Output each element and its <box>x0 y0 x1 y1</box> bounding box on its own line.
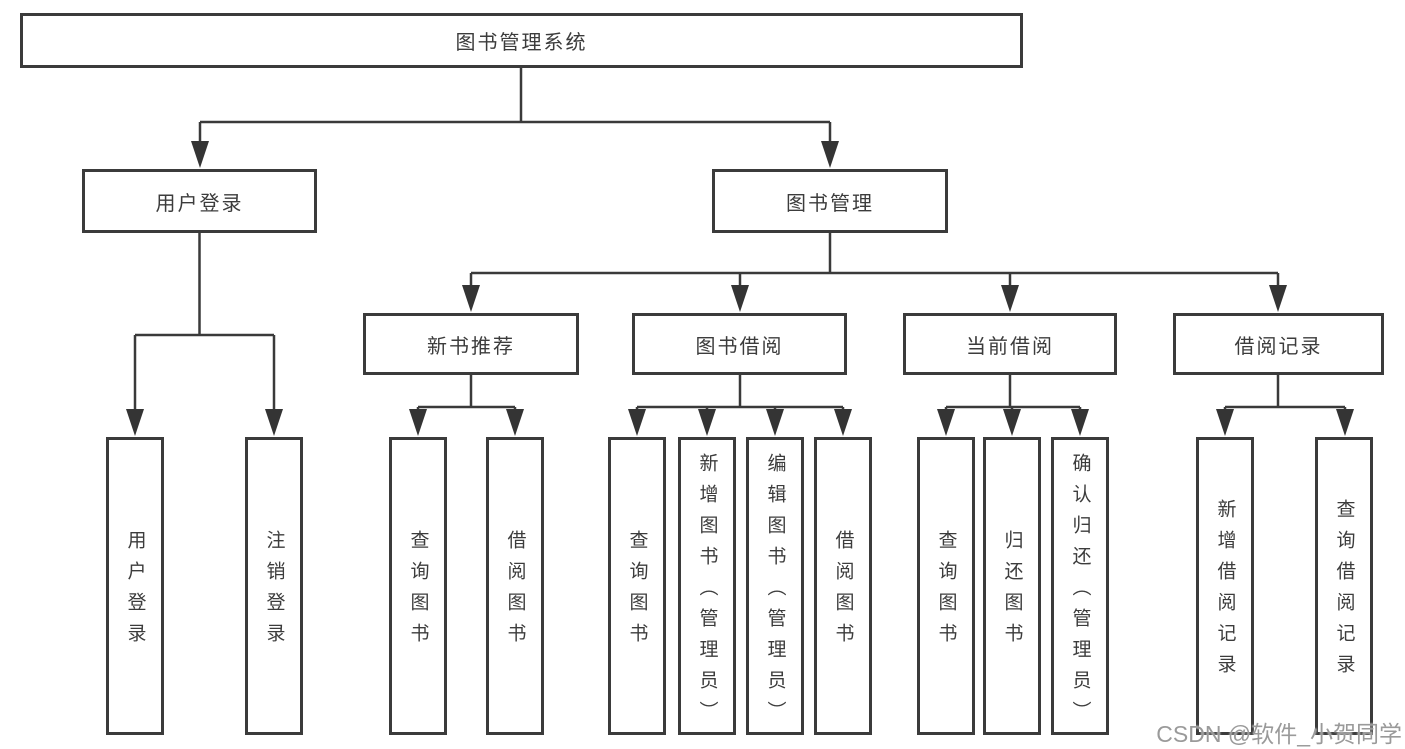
node-label: 图书借阅 <box>695 335 784 358</box>
csdn-watermark: CSDN @软件_小贺同学 <box>1156 721 1402 747</box>
node-label: 用户登录 <box>155 192 244 215</box>
leaf-user-login: 用户登录 <box>106 437 164 735</box>
leaf-label: 借阅图书 <box>832 530 854 654</box>
node-label: 借阅记录 <box>1234 335 1323 358</box>
leaf-label: 查询借阅记录 <box>1333 499 1355 685</box>
node-label: 图书管理系统 <box>455 32 588 54</box>
leaf-label: 确认归还（管理员） <box>1069 452 1091 732</box>
leaf-label: 新增借阅记录 <box>1214 499 1236 685</box>
leaf-logout: 注销登录 <box>245 437 303 735</box>
leaf-label: 查询图书 <box>935 530 957 654</box>
leaf-add-borrow-record: 新增借阅记录 <box>1196 437 1254 735</box>
node-new-book-recommend: 新书推荐 <box>363 313 579 375</box>
leaf-label: 用户登录 <box>124 530 146 654</box>
node-library-management-system: 图书管理系统 <box>20 13 1023 68</box>
leaf-label: 编辑图书（管理员） <box>764 452 786 732</box>
leaf-return-books: 归还图书 <box>983 437 1041 735</box>
leaf-label: 查询图书 <box>407 530 429 654</box>
leaf-query-books: 查询图书 <box>917 437 975 735</box>
node-label: 当前借阅 <box>966 335 1054 358</box>
leaf-label: 注销登录 <box>263 530 285 654</box>
leaf-borrow-books: 借阅图书 <box>814 437 872 735</box>
leaf-label: 新增图书（管理员） <box>696 452 718 732</box>
node-book-borrow: 图书借阅 <box>632 313 847 375</box>
node-book-management: 图书管理 <box>712 169 948 233</box>
node-current-borrow: 当前借阅 <box>903 313 1117 375</box>
leaf-query-books: 查询图书 <box>389 437 447 735</box>
leaf-query-books: 查询图书 <box>608 437 666 735</box>
leaf-label: 查询图书 <box>626 530 648 654</box>
leaf-confirm-return-admin: 确认归还（管理员） <box>1051 437 1109 735</box>
node-label: 图书管理 <box>786 192 874 215</box>
leaf-add-books-admin: 新增图书（管理员） <box>678 437 736 735</box>
node-user-login: 用户登录 <box>82 169 317 233</box>
leaf-label: 借阅图书 <box>504 530 526 654</box>
node-label: 新书推荐 <box>427 335 515 358</box>
leaf-edit-books-admin: 编辑图书（管理员） <box>746 437 804 735</box>
leaf-label: 归还图书 <box>1001 530 1023 654</box>
leaf-query-borrow-record: 查询借阅记录 <box>1315 437 1373 735</box>
node-borrow-records: 借阅记录 <box>1173 313 1384 375</box>
leaf-borrow-books: 借阅图书 <box>486 437 544 735</box>
